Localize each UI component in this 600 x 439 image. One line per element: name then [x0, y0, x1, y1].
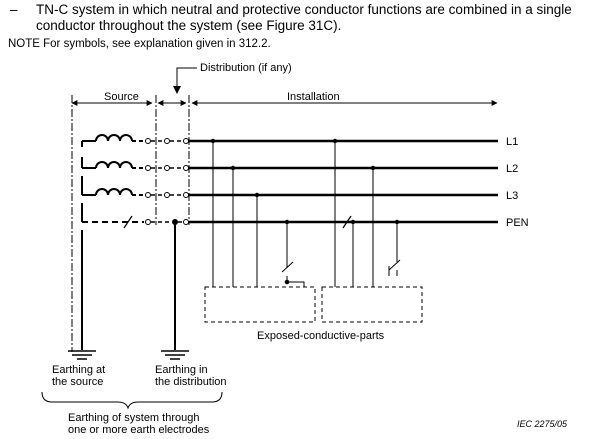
equipment-1-drops	[212, 141, 305, 287]
earthing-distribution-line1: Earthing in	[155, 364, 208, 376]
source-pen-switch	[123, 215, 133, 229]
installation-switches	[342, 215, 352, 229]
earthing-system-line2: one or more earth electrodes	[68, 424, 210, 436]
earthing-source-line2: the source	[52, 376, 103, 388]
exposed-part-2	[321, 286, 423, 323]
earthing-source-line1: Earthing at	[52, 364, 105, 376]
source-windings	[82, 134, 144, 223]
iec-reference: IEC 2275/05	[517, 419, 568, 429]
installation-label: Installation	[287, 91, 340, 103]
terminal-links	[151, 140, 183, 223]
exposed-parts	[204, 286, 423, 323]
earthing-distribution-line2: the distribution	[155, 376, 227, 388]
terminals	[145, 138, 189, 225]
earth-symbol-source	[68, 350, 96, 360]
list-dash: –	[10, 2, 18, 17]
distribution-pointer: Distribution (if any)	[173, 62, 292, 94]
label-pen: PEN	[506, 217, 529, 229]
label-l1: L1	[506, 136, 518, 148]
boundary-lines	[71, 95, 190, 352]
equipment-2-drops	[334, 141, 401, 287]
intro-text: TN-C system in which neutral and protect…	[36, 2, 572, 33]
source-label: Source	[104, 91, 139, 103]
earthing-brace	[41, 391, 223, 410]
label-l3: L3	[506, 190, 518, 202]
exposed-part-1	[204, 286, 316, 323]
junction-dots	[210, 138, 400, 225]
distribution-label: Distribution (if any)	[200, 62, 292, 74]
label-l2: L2	[506, 163, 518, 175]
note-text: NOTE For symbols, see explanation given …	[8, 38, 271, 50]
conductors	[189, 139, 498, 224]
exposed-parts-label: Exposed-conductive-parts	[257, 330, 385, 342]
earth-symbol-distribution	[161, 350, 189, 360]
earthing-system-line1: Earthing of system through	[68, 412, 199, 424]
